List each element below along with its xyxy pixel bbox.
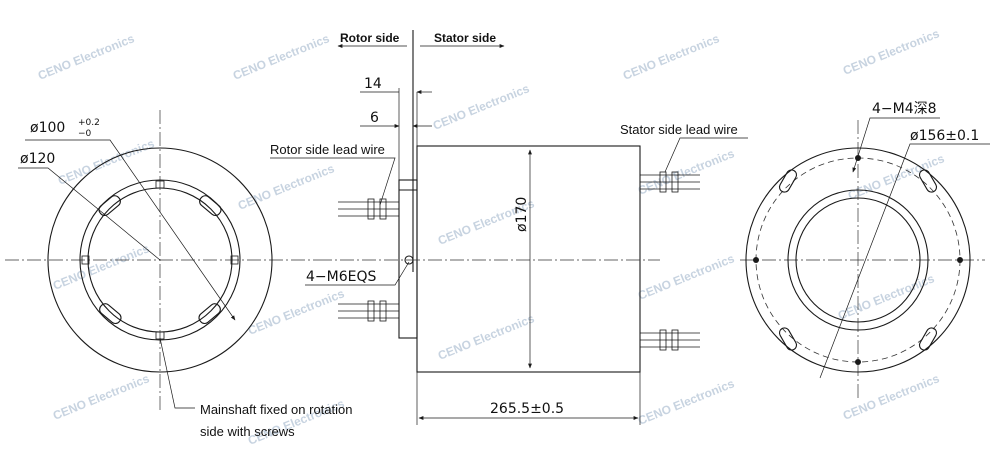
stator-side-label: Stator side (434, 31, 496, 45)
length-label: 265.5±0.5 (490, 401, 564, 417)
mainshaft-note-line1: Mainshaft fixed on rotation (200, 402, 352, 417)
watermark-text: CENO Electronics (236, 161, 337, 213)
stator-end-view (740, 117, 990, 400)
watermark-text: CENO Electronics (841, 371, 942, 423)
dia-170-label: ø170 (514, 197, 530, 232)
rotor-side-label: Rotor side (340, 31, 400, 45)
watermark-text: CENO Electronics (51, 241, 152, 293)
watermark-text: CENO Electronics (51, 371, 152, 423)
rotor-end-view (5, 110, 318, 410)
rotor-lead-wire-label: Rotor side lead wire (270, 142, 385, 157)
watermark-text: CENO Electronics (431, 81, 532, 133)
dia-100-upper-tol: +0.2 (78, 118, 100, 128)
watermark-text: CENO Electronics (246, 286, 347, 338)
watermark-text: CENO Electronics (436, 311, 537, 363)
watermark-text: CENO Electronics (636, 146, 737, 198)
watermark-text: CENO Electronics (636, 376, 737, 428)
watermark-text: CENO Electronics (636, 251, 737, 303)
dia-156-label: ø156±0.1 (910, 128, 979, 144)
mainshaft-note-line2: side with screws (200, 424, 295, 439)
watermark-text: CENO Electronics (231, 31, 332, 83)
stator-lead-wire-label: Stator side lead wire (620, 122, 738, 137)
dim-6-label: 6 (370, 110, 379, 126)
thread-m6-label: 4−M6EQS (306, 269, 376, 285)
dia-120-label: ø120 (20, 151, 55, 167)
dia-100-lower-tol: −0 (78, 129, 92, 139)
side-view (270, 30, 748, 425)
watermark-layer: CENO Electronics CENO Electronics CENO E… (36, 26, 947, 448)
watermark-text: CENO Electronics (621, 31, 722, 83)
watermark-text: CENO Electronics (36, 31, 137, 83)
thread-m4-label: 4−M4深8 (872, 101, 937, 117)
watermark-text: CENO Electronics (841, 26, 942, 78)
dia-100-label: ø100 (30, 120, 65, 136)
dim-14-label: 14 (364, 76, 382, 92)
